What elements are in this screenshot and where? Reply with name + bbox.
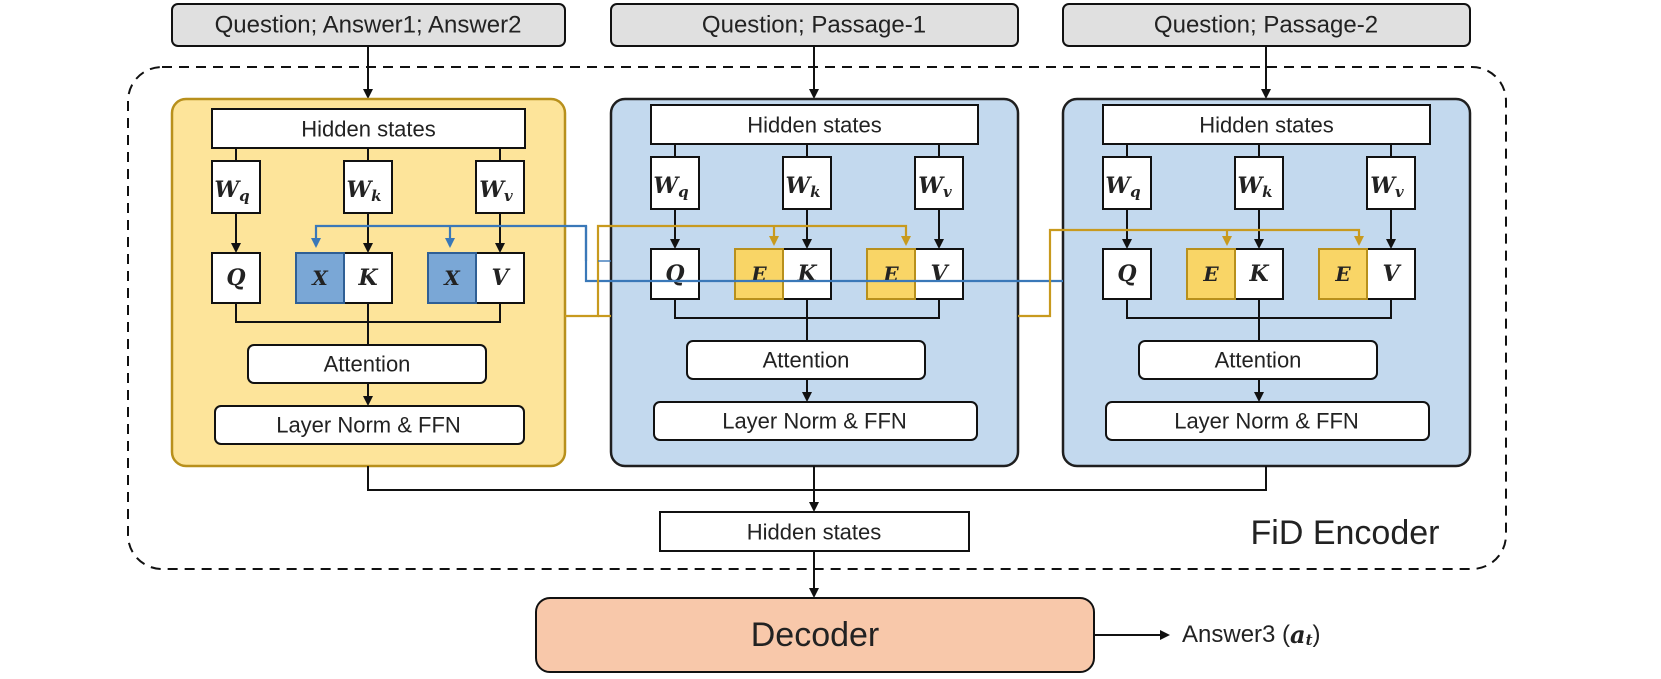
q-box [211,252,261,304]
hidden-states-label: Hidden states [301,117,436,142]
encoder-label: FiD Encoder [1251,514,1440,552]
wv-main: W [479,177,506,203]
wk-label: Wk [346,177,381,205]
k-label: K [1248,261,1269,287]
wq-label: Wq [214,177,249,205]
output-prefix: Answer3 ( [1182,621,1290,648]
k-label: K [796,261,817,287]
wk-box [782,156,832,210]
wq-main: W [653,173,680,199]
wk-label: Wk [785,173,820,201]
wk-subscript: k [371,187,381,205]
ffn-label: Layer Norm & FFN [722,409,907,434]
ffn-box [1105,401,1430,441]
extra-token-label-1: E [1202,262,1219,286]
extra-token-box-1 [734,248,784,300]
wv-main: W [1370,173,1397,199]
wv-box [1366,156,1416,210]
wk-main: W [1237,173,1264,199]
v-box [475,252,525,304]
wq-subscript: q [678,183,689,201]
input-label-1: Question; Answer1; Answer2 [215,12,522,39]
input-label-3: Question; Passage-2 [1154,12,1378,39]
attention-label: Attention [763,348,850,373]
decoder-label: Decoder [751,616,880,654]
extra-token-label-2: X [442,266,461,290]
wv-subscript: v [1395,183,1404,201]
hidden-states-label: Hidden states [1199,113,1334,138]
ffn-box [653,401,978,441]
q-box [1102,248,1152,300]
wv-subscript: v [943,183,952,201]
blue-route-link [584,226,1063,283]
extra-token-box-2 [866,248,916,300]
extra-token-label-2: E [882,262,899,286]
k-label: K [357,265,378,291]
wv-main: W [918,173,945,199]
encoder-merge-line [367,466,1267,491]
extra-token-box-1 [1186,248,1236,300]
wk-label: Wk [1237,173,1272,201]
encoder-outline [127,66,1507,570]
output-subscript: t [1306,631,1313,649]
ffn-box [214,405,525,445]
wk-main: W [346,177,373,203]
extra-token-label-1: X [310,266,329,290]
wk-box [1234,156,1284,210]
q-label: Q [226,265,245,291]
v-label: V [491,265,510,291]
hidden-states-box [650,104,979,145]
wv-label: Wv [918,173,952,201]
merged-hidden-states-label: Hidden states [747,520,882,545]
wq-label: Wq [653,173,688,201]
output-label: Answer3 (at) [1182,620,1321,650]
extra-token-box-1 [295,252,345,304]
gold-route-2 [1018,228,1364,318]
v-label: V [930,261,949,287]
merged-hidden-states-box [659,511,970,552]
attention-label: Attention [324,352,411,377]
wq-main: W [1105,173,1132,199]
q-box [650,248,700,300]
wv-subscript: v [504,187,513,205]
wq-subscript: q [1130,183,1141,201]
wq-box [211,160,261,214]
wk-main: W [785,173,812,199]
wq-subscript: q [239,187,250,205]
ffn-label: Layer Norm & FFN [1174,409,1359,434]
wk-subscript: k [1262,183,1272,201]
input-label-2: Question; Passage-1 [702,12,926,39]
wv-box [914,156,964,210]
gold-route-1 [565,224,911,318]
wq-main: W [214,177,241,203]
q-label: Q [1117,261,1136,287]
wq-label: Wq [1105,173,1140,201]
v-box [914,248,964,300]
extra-token-label-1: E [750,262,767,286]
wv-label: Wv [479,177,513,205]
extra-token-box-2 [1318,248,1368,300]
ffn-label: Layer Norm & FFN [276,413,461,438]
attention-label: Attention [1215,348,1302,373]
hidden-states-label: Hidden states [747,113,882,138]
hidden-states-box [1102,104,1431,145]
wv-label: Wv [1370,173,1404,201]
output-variable: a [1290,620,1306,649]
wq-box [1102,156,1152,210]
output-suffix: ) [1313,621,1321,648]
extra-token-box-2 [427,252,477,304]
hidden-states-box [211,108,526,149]
q-label: Q [665,261,684,287]
wk-subscript: k [810,183,820,201]
v-label: V [1382,261,1401,287]
extra-token-label-2: E [1334,262,1351,286]
